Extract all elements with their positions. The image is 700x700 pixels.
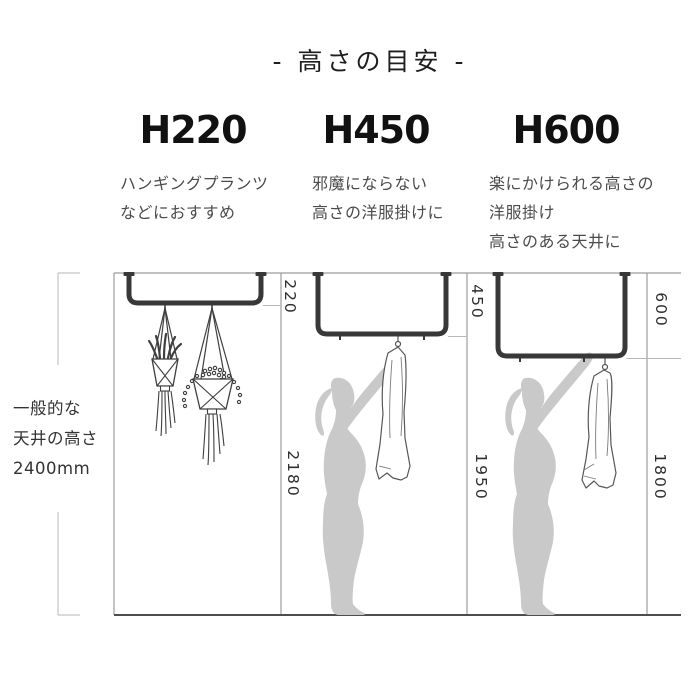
- ceiling-bar-illustration: [126, 273, 628, 359]
- page-title: - 高さの目安 -: [272, 47, 468, 76]
- description-line: 高さの洋服掛けに: [312, 203, 445, 222]
- ceiling-note-line: 2400mm: [13, 459, 91, 478]
- ceiling-bar-mounts: [123, 272, 631, 276]
- dimension-drop-450: 450: [468, 284, 486, 320]
- person-silhouette: [315, 352, 593, 615]
- description-line: 洋服掛け: [489, 203, 556, 222]
- dimension-drop-220: 220: [281, 279, 299, 315]
- description-line: などにおすすめ: [120, 203, 236, 222]
- room-frame-lines: [113, 272, 681, 615]
- dimension-ticks: [263, 305, 681, 359]
- hanging-plant-illustration: [181, 300, 243, 466]
- column-heading-h600: H600: [512, 108, 620, 152]
- dimension-clearance-1950: 1950: [472, 453, 490, 501]
- ceiling-height-note: 一般的な 天井の高さ 2400mm: [13, 394, 98, 484]
- ceiling-note-line: 天井の高さ: [13, 429, 98, 448]
- column-description-h600: 楽にかけられる高さの 洋服掛け 高さのある天井に: [489, 169, 654, 256]
- hanging-clothes-illustration: [375, 336, 411, 481]
- description-line: 邪魔にならない: [312, 174, 428, 193]
- column-description-h220: ハンギングプランツ などにおすすめ: [120, 169, 269, 227]
- ceiling-note-line: 一般的な: [13, 399, 81, 418]
- dimension-clearance-1800: 1800: [651, 453, 669, 501]
- column-heading-h220: H220: [139, 108, 247, 152]
- ceiling-height-bracket: [57, 272, 80, 616]
- dimension-clearance-2180: 2180: [284, 450, 302, 498]
- description-line: ハンギングプランツ: [120, 174, 269, 193]
- column-heading-h450: H450: [322, 108, 430, 152]
- hanging-plant-illustration: [147, 300, 183, 437]
- hanging-clothes-illustration: [581, 358, 617, 489]
- dimension-drop-600: 600: [652, 292, 670, 328]
- column-description-h450: 邪魔にならない 高さの洋服掛けに: [312, 169, 444, 227]
- description-line: 楽にかけられる高さの: [489, 174, 655, 193]
- bar-hook-marks: [339, 336, 585, 362]
- description-line: 高さのある天井に: [489, 232, 622, 251]
